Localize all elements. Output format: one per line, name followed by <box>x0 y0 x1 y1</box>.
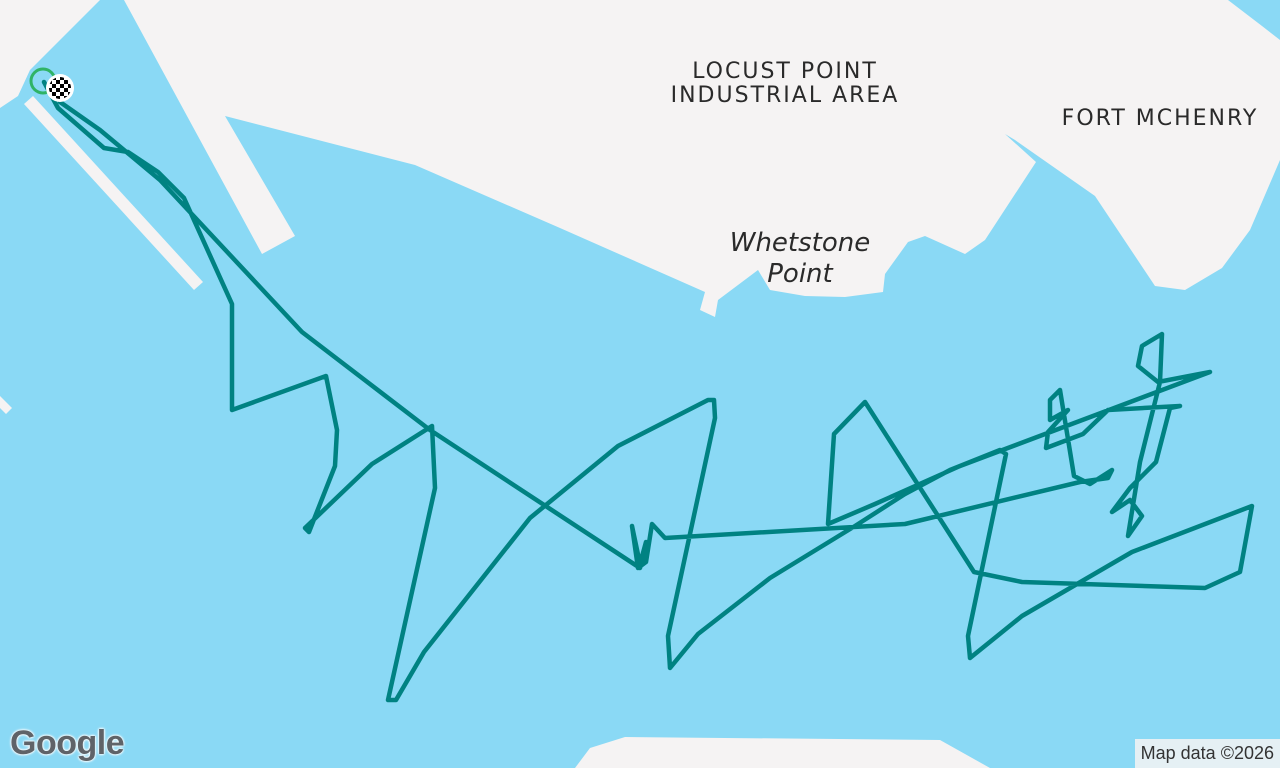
place-label-locust-point: LOCUST POINT INDUSTRIAL AREA <box>670 59 900 109</box>
land-south <box>575 737 990 768</box>
checkered-flag-icon[interactable] <box>46 74 74 102</box>
land-north-main <box>124 0 1280 317</box>
place-label-fort-mchenry: FORT MCHENRY <box>1061 106 1259 131</box>
pier-strip <box>24 96 203 290</box>
land-west-fragment <box>0 396 12 414</box>
google-logo[interactable]: Google <box>10 724 125 762</box>
place-label-whetstone-point: Whetstone Point <box>729 228 871 290</box>
map-attribution[interactable]: Map data ©2026 <box>1134 739 1280 768</box>
route-track <box>41 79 1255 703</box>
land-northwest <box>0 0 100 108</box>
